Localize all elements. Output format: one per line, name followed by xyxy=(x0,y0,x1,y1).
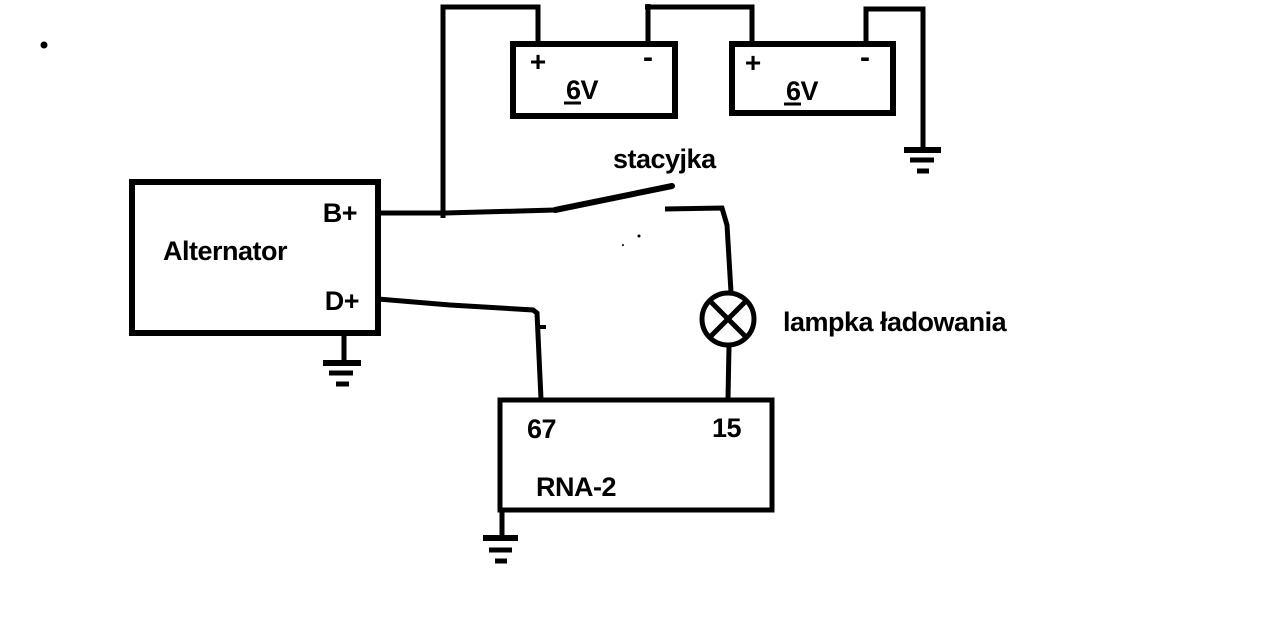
regulator-component: 67 15 RNA-2 xyxy=(497,397,775,513)
ignition-switch-label: stacyjka xyxy=(613,144,717,174)
battery-left-plus-label: + xyxy=(530,46,546,77)
terminal-15-label: 15 xyxy=(712,413,742,443)
alternator-label: Alternator xyxy=(163,236,288,266)
pen-speck xyxy=(637,234,641,238)
charging-lamp-label: lampka ładowania xyxy=(783,307,1008,337)
battery-right-minus-label: - xyxy=(860,41,870,74)
battery-right-component: + - 6V xyxy=(729,41,896,116)
wire-b-plus xyxy=(378,207,556,216)
lamp-cross xyxy=(708,299,748,339)
terminal-b-plus-label: B+ xyxy=(323,198,357,228)
charging-lamp-icon: lampka ładowania xyxy=(699,290,1008,348)
wire-lamp-to-regulator xyxy=(725,345,732,400)
battery-left-component: + - 6V xyxy=(510,41,678,119)
pen-dot xyxy=(40,41,48,49)
wire-battery2-to-ground xyxy=(863,6,926,150)
terminal-d-plus-label: D+ xyxy=(325,286,359,316)
battery-left-voltage-label: 6V xyxy=(566,75,599,105)
wire-battery1-to-battery2 xyxy=(645,4,755,44)
battery-left-box xyxy=(510,41,678,119)
alternator-box xyxy=(129,179,381,336)
pen-speck xyxy=(622,244,624,246)
battery-left-minus-label: - xyxy=(643,41,653,74)
terminal-67-label: 67 xyxy=(527,414,556,444)
switch-blade xyxy=(552,183,675,213)
wire-switch-to-lamp xyxy=(664,205,734,293)
wire-battery1-positive xyxy=(440,4,541,218)
battery-right-voltage-label: 6V xyxy=(786,76,819,106)
regulator-box xyxy=(497,397,775,513)
battery-right-box xyxy=(729,41,896,116)
battery-right-plus-label: + xyxy=(745,47,761,78)
ground-icon-alternator xyxy=(323,334,361,387)
regulator-label: RNA-2 xyxy=(536,472,616,502)
wire-d-plus-to-67 xyxy=(377,296,544,400)
ignition-switch-icon: stacyjka xyxy=(552,144,718,213)
ground-icon-regulator xyxy=(483,510,518,564)
alternator-component: Alternator B+ D+ xyxy=(129,179,381,336)
ground-icon-battery xyxy=(904,147,941,174)
